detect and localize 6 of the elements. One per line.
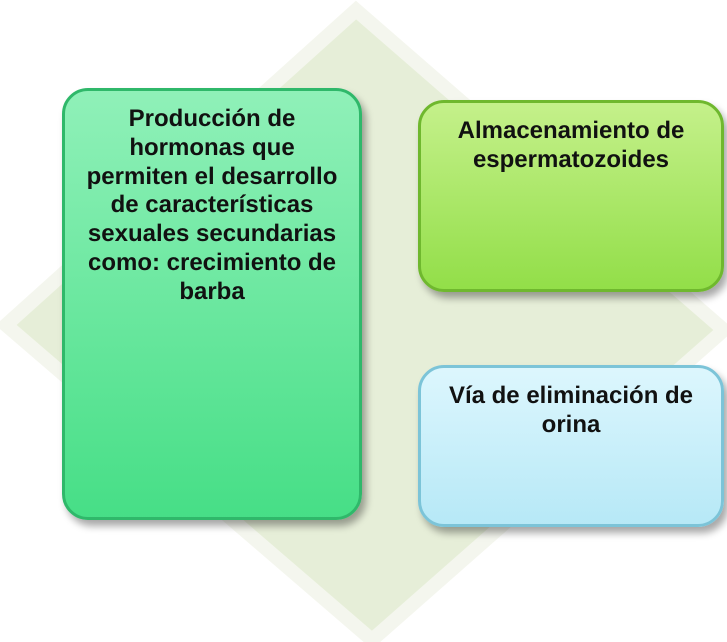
box-text: Vía de eliminación de orina bbox=[448, 382, 694, 440]
rounded-box bbox=[418, 100, 724, 292]
box-text: Almacenamiento de espermatozoides bbox=[456, 117, 686, 175]
rounded-box bbox=[418, 365, 724, 527]
box-text: Producción de hormonas que permiten el desarrollo de características sexuales secundarias como: crecimiento de barba bbox=[86, 105, 338, 307]
rounded-box bbox=[62, 88, 362, 520]
